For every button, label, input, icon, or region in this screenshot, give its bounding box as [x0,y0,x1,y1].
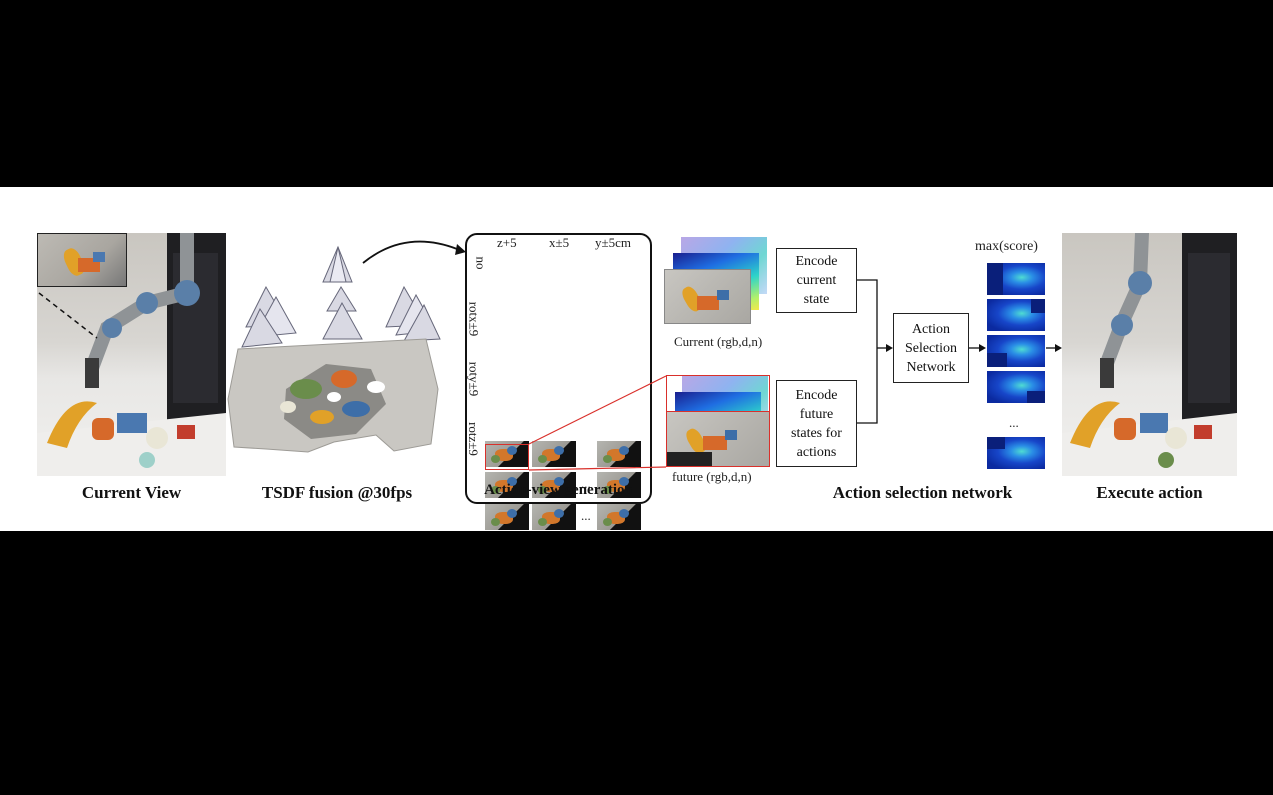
row-label-rotx: rotx±9 [466,301,482,337]
current-view-photo [37,233,226,476]
score-heatmap-3 [987,335,1045,367]
thumbnail-ellipsis: ... [581,508,591,523]
future-zoom-frame [666,375,770,467]
execute-action-photo [1062,233,1237,476]
action-view-thumbnail [532,472,576,498]
tsdf-fusion-graphic [227,245,441,453]
selected-action-highlight [485,444,529,470]
caption-execute: Execute action [1096,483,1203,502]
column-label-z: z+5 [497,235,517,250]
robot-execute-graphic [1062,233,1237,476]
robot-scene-graphic [37,233,226,476]
action-view-thumbnail [532,441,576,467]
row-label-rotz: rotz±9 [465,422,481,456]
column-label-x: x±5 [549,235,570,250]
action-view-thumbnail [485,441,529,467]
thumbnail-ellipsis: ... [581,476,591,491]
current-rgb-image [664,269,751,324]
score-heatmap-2 [987,299,1045,331]
score-heatmap-4 [987,371,1045,403]
caption-action-view: Action-view generation [484,482,633,498]
label-current-state: Current (rgb,d,n) [674,334,763,349]
action-view-thumbnail [485,504,529,530]
caption-current-view: Current View [81,483,182,502]
row-label-no: no [473,256,489,270]
encode-current-box: Encode current state [776,248,857,313]
fusion-arrow [362,240,466,264]
score-heatmap-1 [987,263,1045,295]
inset-camera-view [37,233,127,287]
row-label-roty: roty±9 [466,361,482,397]
action-view-thumbnail [597,504,641,530]
encode-future-box: Encode future states for actions [776,380,857,467]
action-view-thumbnail [597,472,641,498]
action-view-thumbnail [597,441,641,467]
score-ellipsis: ... [1009,415,1019,430]
action-view-box [465,233,652,504]
action-view-thumbnail [485,472,529,498]
future-rgb-image [666,411,770,467]
caption-action-selection: Action selection network [832,483,1013,502]
action-selection-network-box: Action Selection Network [893,313,969,383]
score-heatmap-5 [987,437,1045,469]
caption-tsdf: TSDF fusion @30fps [261,483,413,502]
label-future-state: future (rgb,d,n) [672,469,752,484]
figure-panel: Current View TSDF fusion @30fps z+5 [0,187,1273,531]
action-view-thumbnail [532,504,576,530]
score-title: max(score) [975,239,1038,254]
column-label-y: y±5cm [595,235,632,250]
